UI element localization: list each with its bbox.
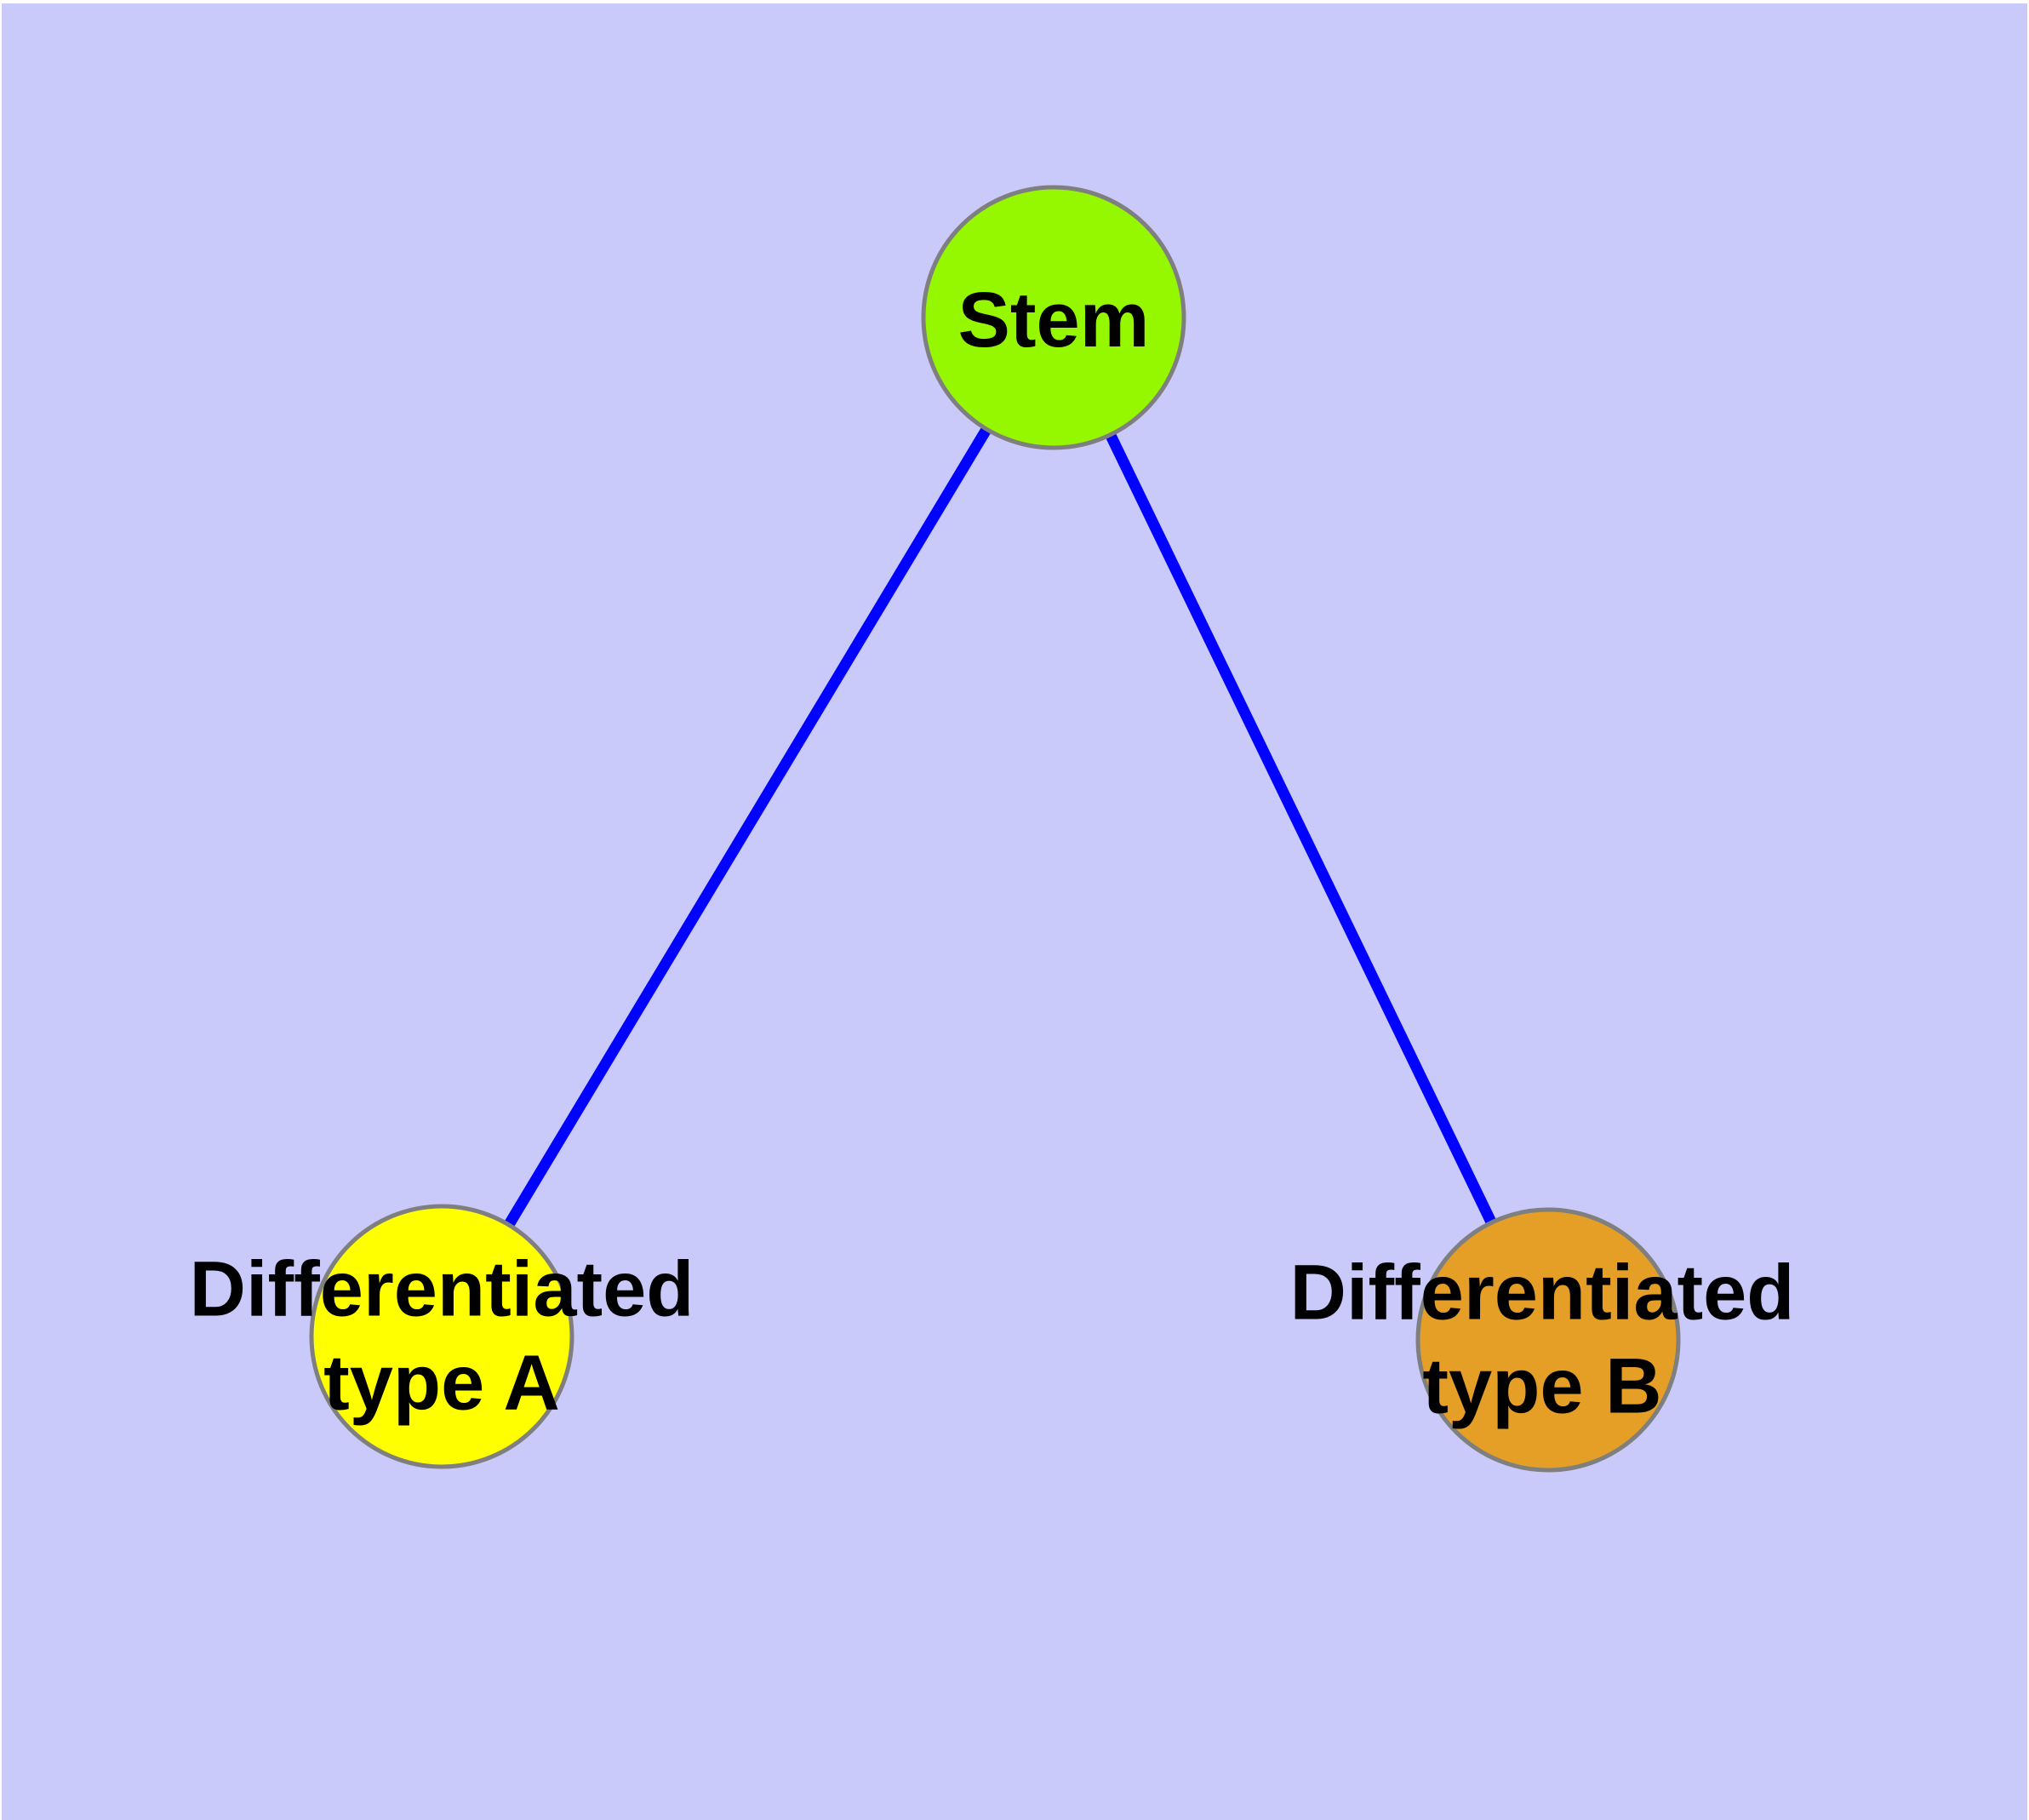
node-type-a-circle [309, 1204, 574, 1469]
edge-stem-to-type-b [1049, 315, 1553, 1342]
edge-stem-to-type-a [437, 314, 1059, 1340]
node-stem-circle [921, 185, 1186, 450]
node-type-b-circle [1415, 1207, 1681, 1473]
